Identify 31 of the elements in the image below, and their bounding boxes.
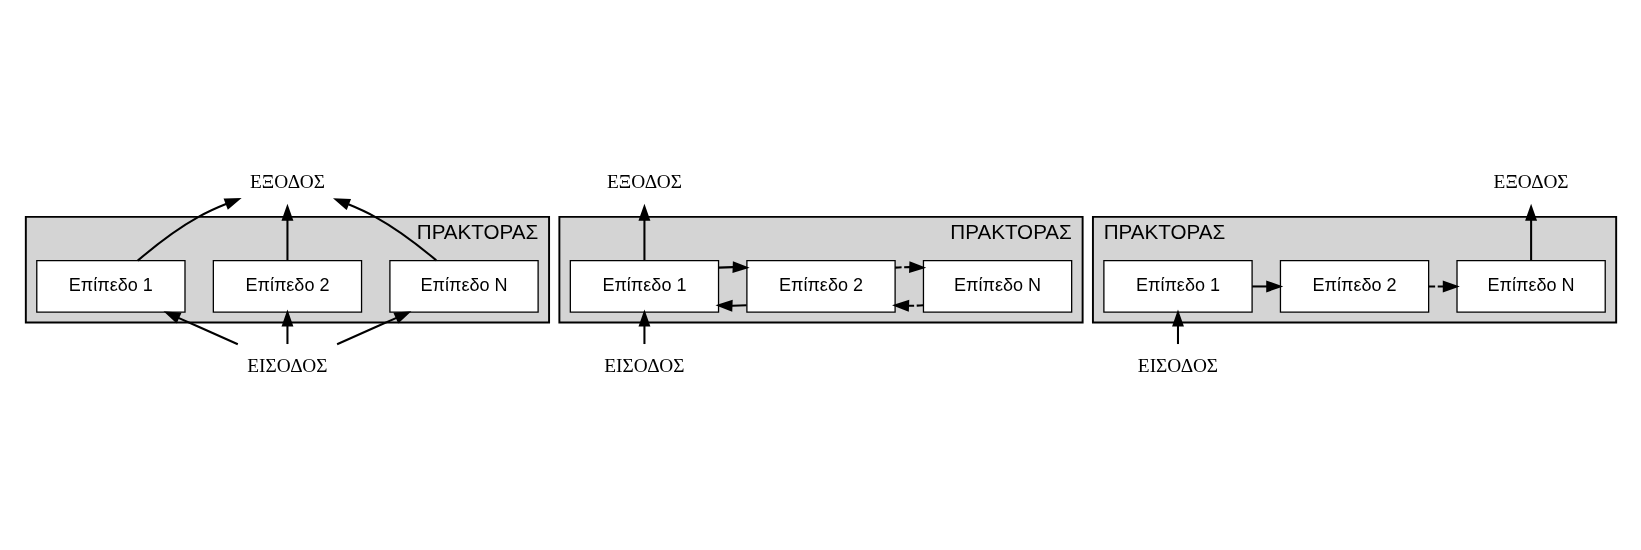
arrow — [891, 299, 923, 312]
arrow — [281, 203, 293, 260]
arrow — [1171, 309, 1184, 344]
node-text: ΕΙΣΟΔΟΣ — [246, 354, 328, 376]
arrow — [281, 309, 293, 344]
node-text: ΕΞΟΔΟΣ — [606, 170, 682, 192]
node-box: Επίπεδο 2 — [745, 259, 896, 313]
node-text: ΕΞΟΔΟΣ — [249, 170, 325, 192]
node-text: ΕΙΣΟΔΟΣ — [603, 354, 685, 376]
node-box: Επίπεδο Ν — [388, 259, 539, 313]
node-box: Επίπεδο 1 — [35, 259, 186, 313]
arrow — [136, 197, 242, 261]
arrow — [1524, 203, 1537, 260]
arrow — [163, 310, 238, 345]
arrow — [1428, 280, 1460, 292]
node-box: Επίπεδο 2 — [212, 259, 362, 313]
arrow — [637, 203, 650, 260]
arrow — [1251, 280, 1283, 292]
node-box: Επίπεδο Ν — [1455, 259, 1606, 313]
node-box: Επίπεδο 2 — [1279, 259, 1429, 313]
node-box: Επίπεδο Ν — [922, 259, 1072, 313]
node-box: Επίπεδο 1 — [569, 259, 719, 313]
arrow — [718, 260, 750, 273]
node-text: ΕΞΟΔΟΣ — [1493, 170, 1569, 192]
node-text: ΕΙΣΟΔΟΣ — [1137, 354, 1218, 376]
node-box: Επίπεδο 1 — [1102, 259, 1253, 313]
arrow — [332, 197, 437, 261]
arrow — [336, 310, 411, 345]
arrow — [637, 309, 650, 344]
arrow — [714, 299, 747, 312]
arrow — [894, 260, 926, 273]
